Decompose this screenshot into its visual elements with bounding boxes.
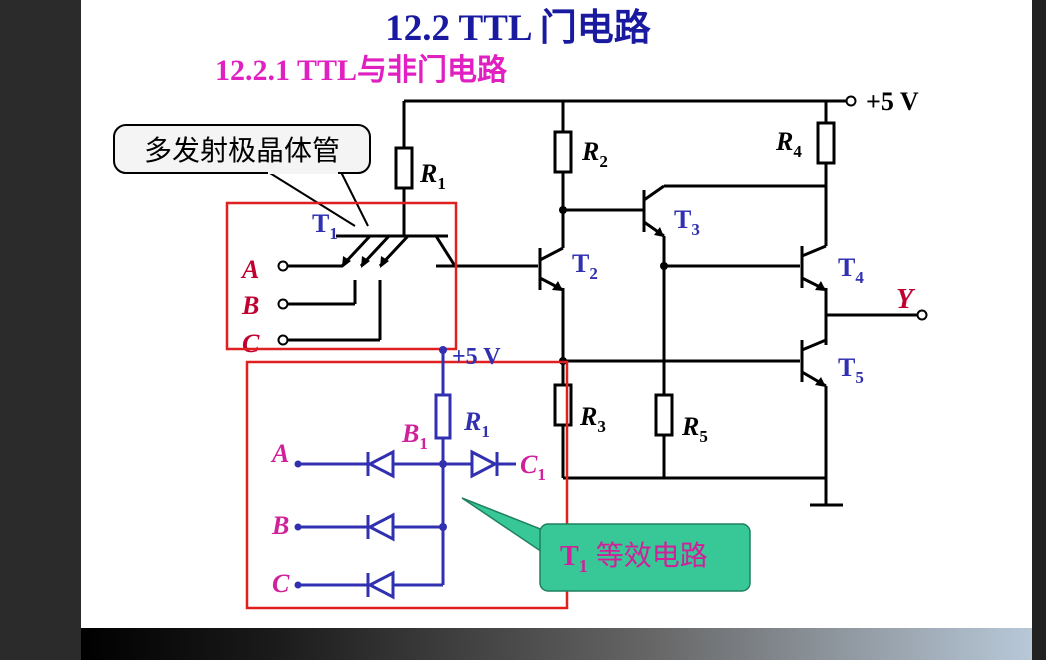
svg-text:R3: R3 bbox=[579, 402, 606, 436]
equivalent-nodes bbox=[294, 346, 447, 589]
input-labels-top: A B C bbox=[240, 255, 260, 358]
equiv-r1-label: R1 bbox=[463, 407, 490, 441]
resistor-r3 bbox=[553, 383, 573, 427]
diode-a bbox=[366, 449, 395, 479]
equiv-input-a-label: A bbox=[270, 439, 289, 468]
svg-text:T2: T2 bbox=[572, 249, 598, 283]
window-right-edge bbox=[1032, 0, 1046, 660]
callout-multi-emitter: 多发射极晶体管 bbox=[113, 124, 371, 227]
input-b-label: B bbox=[241, 291, 259, 320]
input-labels-bottom: A B C bbox=[270, 439, 290, 598]
transistor-arrows bbox=[342, 227, 826, 387]
resistor-r1 bbox=[394, 146, 414, 190]
equivalent-diodes bbox=[366, 449, 499, 600]
diode-c1 bbox=[470, 449, 499, 479]
diode-c bbox=[366, 570, 395, 600]
output-label: Y bbox=[896, 284, 916, 315]
input-c-label: C bbox=[242, 329, 260, 358]
highlight-box-equivalent bbox=[245, 360, 569, 610]
slide-bottom-bar bbox=[81, 628, 1032, 660]
transistor-symbols bbox=[538, 184, 827, 388]
svg-text:T3: T3 bbox=[674, 205, 700, 239]
vcc-label: +5 V bbox=[866, 87, 919, 116]
svg-text:R4: R4 bbox=[775, 127, 802, 161]
page-title: 12.2 TTL 门电路 bbox=[385, 7, 652, 49]
diode-b bbox=[366, 512, 395, 542]
equivalent-vcc-label: +5 V bbox=[452, 344, 501, 370]
callout-multi-emitter-text: 多发射极晶体管 bbox=[144, 135, 340, 167]
svg-text:T1: T1 bbox=[312, 209, 338, 243]
window-left-edge bbox=[0, 0, 81, 660]
page-subtitle: 12.2.1 TTL与非门电路 bbox=[215, 54, 508, 87]
equiv-input-b-label: B bbox=[271, 511, 289, 540]
resistor-labels: R1 R2 R4 R3 R5 bbox=[419, 127, 802, 446]
circuit-terminals bbox=[277, 95, 928, 346]
svg-text:T5: T5 bbox=[838, 353, 864, 387]
svg-text:T4: T4 bbox=[838, 253, 864, 287]
main-resistors bbox=[394, 121, 836, 437]
equiv-b1-label: B1 bbox=[401, 419, 428, 453]
resistor-r4 bbox=[816, 121, 836, 165]
transistor-labels: T1 T2 T3 T4 T5 bbox=[312, 205, 864, 387]
svg-text:R5: R5 bbox=[681, 412, 708, 446]
circuit-nodes bbox=[559, 206, 668, 365]
svg-text:R1: R1 bbox=[419, 159, 446, 193]
equivalent-resistor-r1 bbox=[434, 393, 452, 440]
resistor-r2 bbox=[553, 130, 573, 174]
svg-text:R2: R2 bbox=[581, 137, 608, 171]
input-a-label: A bbox=[240, 255, 259, 284]
resistor-r5 bbox=[654, 393, 674, 437]
equiv-input-c-label: C bbox=[272, 569, 290, 598]
highlight-box-t1 bbox=[225, 201, 458, 351]
equiv-c1-label: C1 bbox=[520, 450, 546, 484]
